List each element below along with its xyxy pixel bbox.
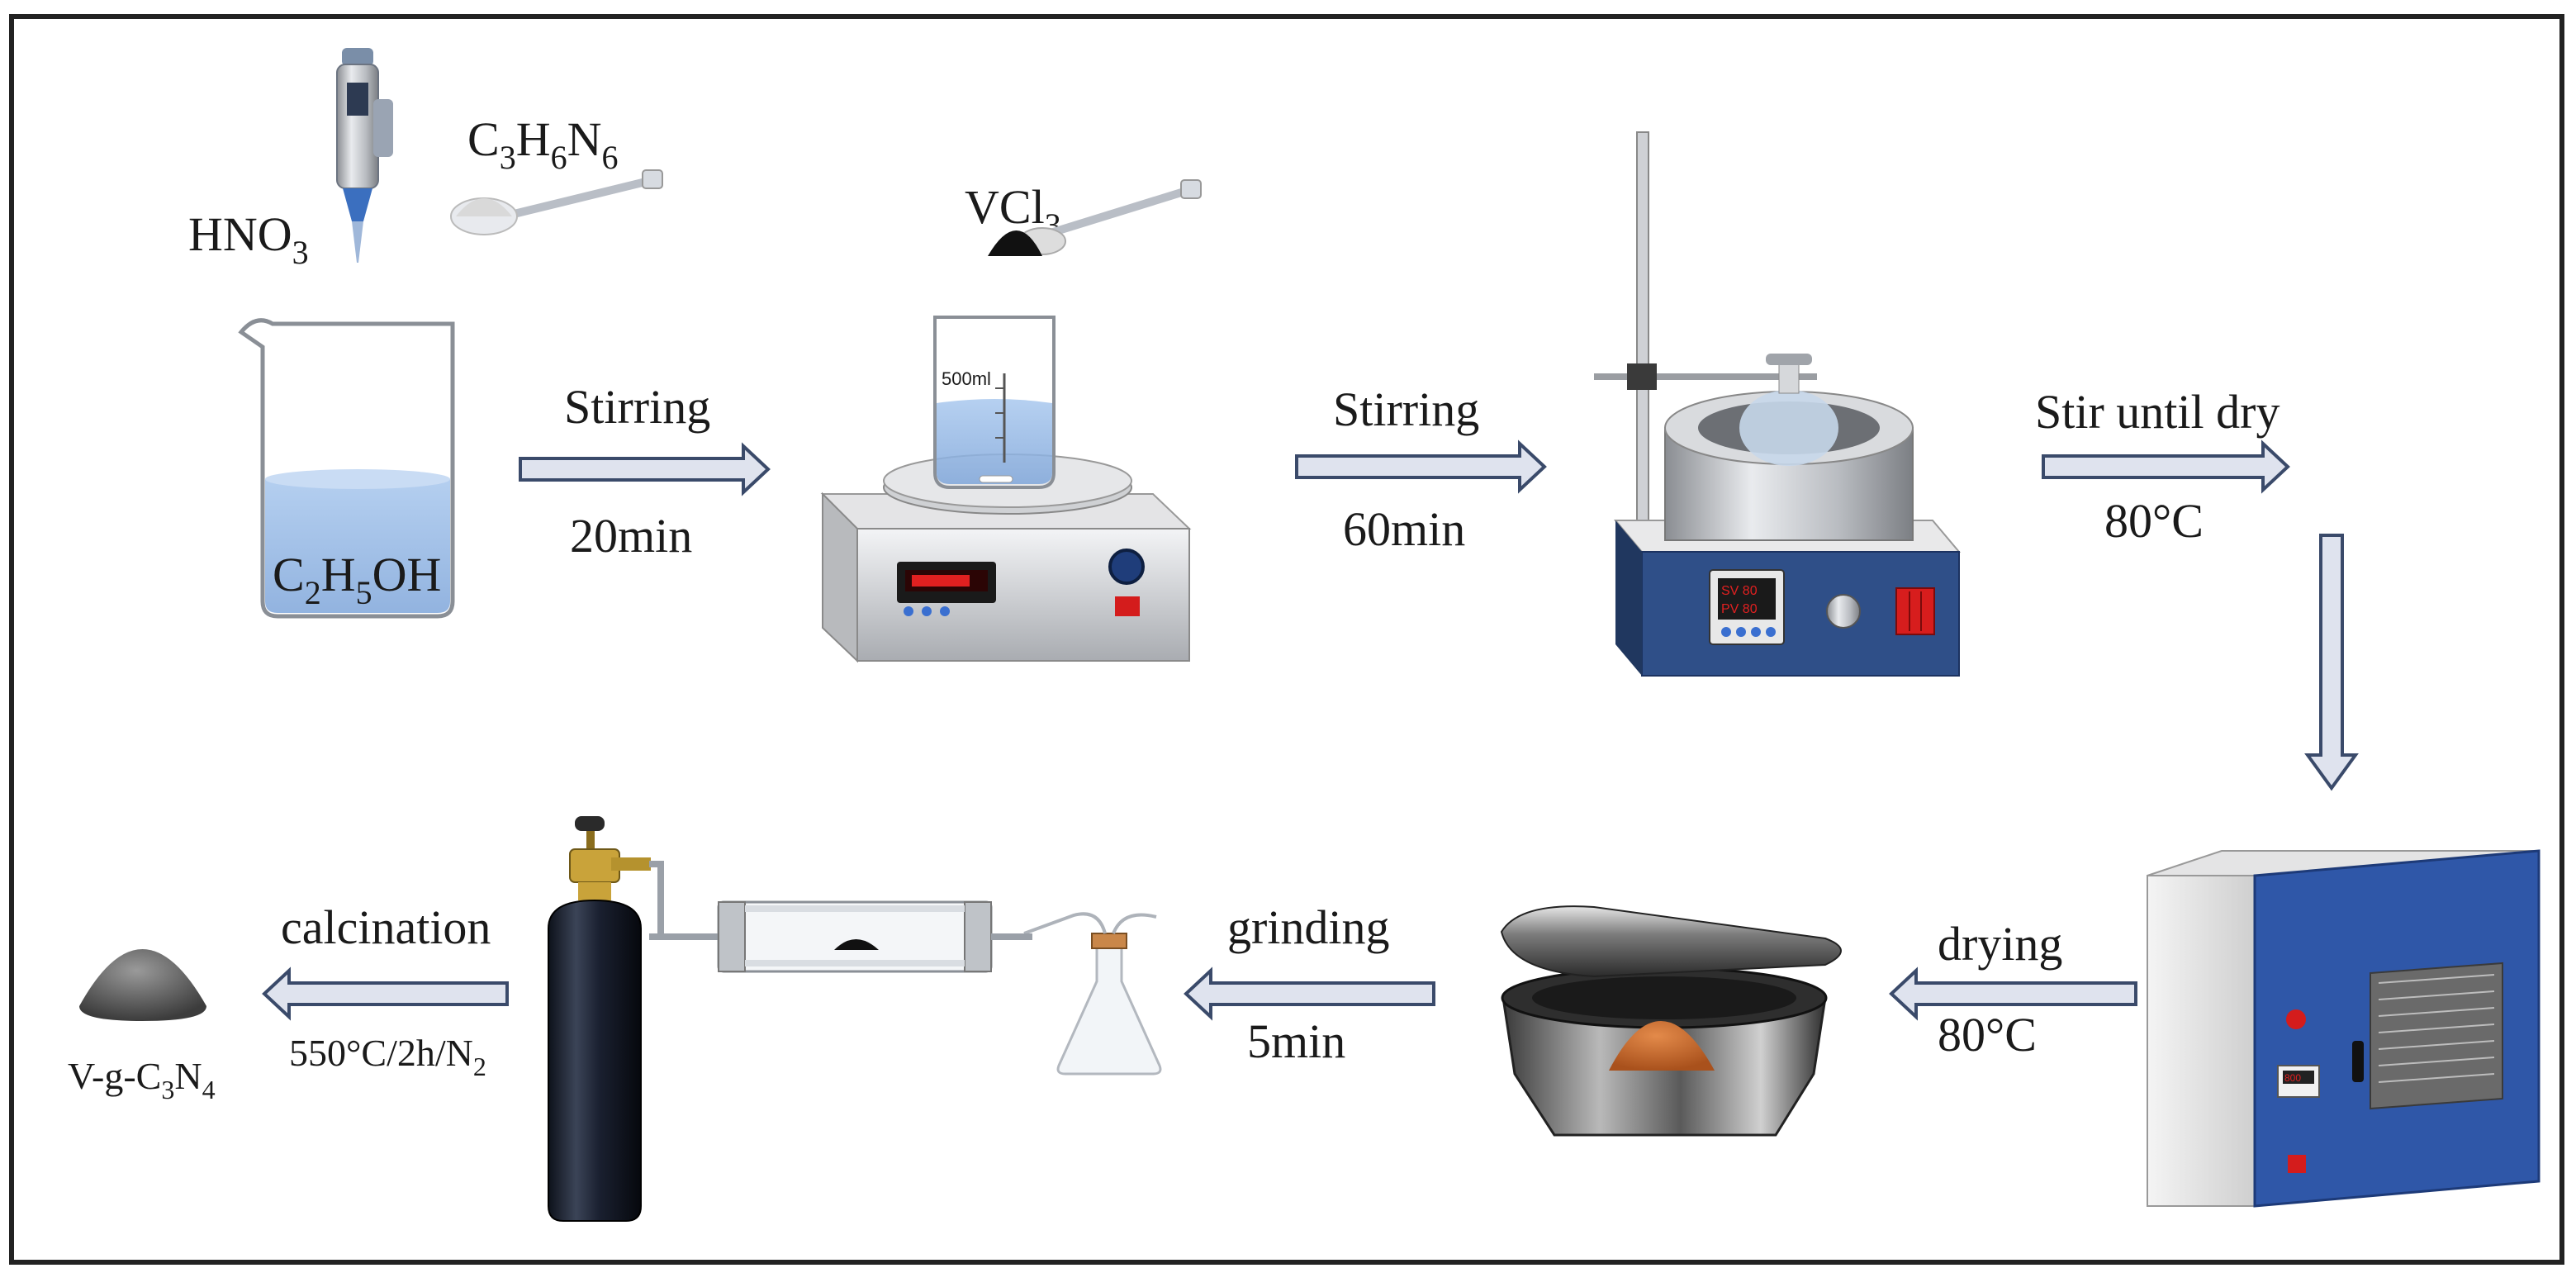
step3-action: Stir until dry	[2035, 385, 2279, 439]
melamine-label: C3H6N6	[467, 112, 618, 176]
beaker-volume-mark: 500ml	[942, 368, 991, 389]
arrow-step6	[262, 966, 509, 1021]
product-label: V-g-C3N4	[68, 1055, 216, 1104]
magnetic-stirrer-icon	[820, 316, 1192, 663]
diagram-frame	[9, 14, 2564, 1265]
beaker-ethanol-icon	[238, 318, 455, 619]
step5-condition: 5min	[1247, 1014, 1345, 1068]
oven-display: 800	[2284, 1072, 2301, 1084]
mortar-pestle-icon	[1500, 905, 1842, 1137]
step6-action: calcination	[281, 900, 491, 954]
hno3-label: HNO3	[188, 207, 309, 271]
arrow-step5	[1184, 966, 1435, 1021]
vcl3-label: VCl3	[965, 180, 1061, 244]
tube-furnace-icon	[649, 900, 1032, 973]
arrow-step4	[1889, 966, 2137, 1021]
product-powder-icon	[79, 949, 206, 1021]
step2-condition: 60min	[1343, 502, 1465, 556]
arrow-down	[2304, 534, 2359, 791]
arrow-step1	[519, 442, 771, 496]
arrow-step2	[1295, 439, 1547, 494]
step4-condition: 80°C	[1938, 1008, 2037, 1061]
step1-condition: 20min	[570, 509, 692, 563]
drying-oven-icon	[2147, 849, 2540, 1208]
step1-action: Stirring	[564, 380, 710, 434]
pipette-icon	[336, 48, 393, 263]
heater-display-sv: SV 80	[1721, 584, 1758, 598]
heating-mantle-icon	[1594, 131, 1962, 677]
arrow-step3	[2042, 439, 2290, 494]
spoon-vcl3-icon	[988, 179, 1202, 256]
step4-action: drying	[1938, 917, 2062, 971]
conical-flask-icon	[1023, 912, 1162, 1076]
ethanol-label: C2H5OH	[273, 548, 441, 611]
gas-cylinder-icon	[548, 816, 664, 1222]
step2-action: Stirring	[1333, 382, 1479, 436]
step6-condition: 550°C/2h/N2	[289, 1032, 486, 1081]
step5-action: grinding	[1227, 900, 1390, 954]
spoon-melamine-icon	[450, 169, 663, 235]
step3-condition: 80°C	[2104, 494, 2204, 548]
heater-display-pv: PV 80	[1721, 602, 1758, 616]
